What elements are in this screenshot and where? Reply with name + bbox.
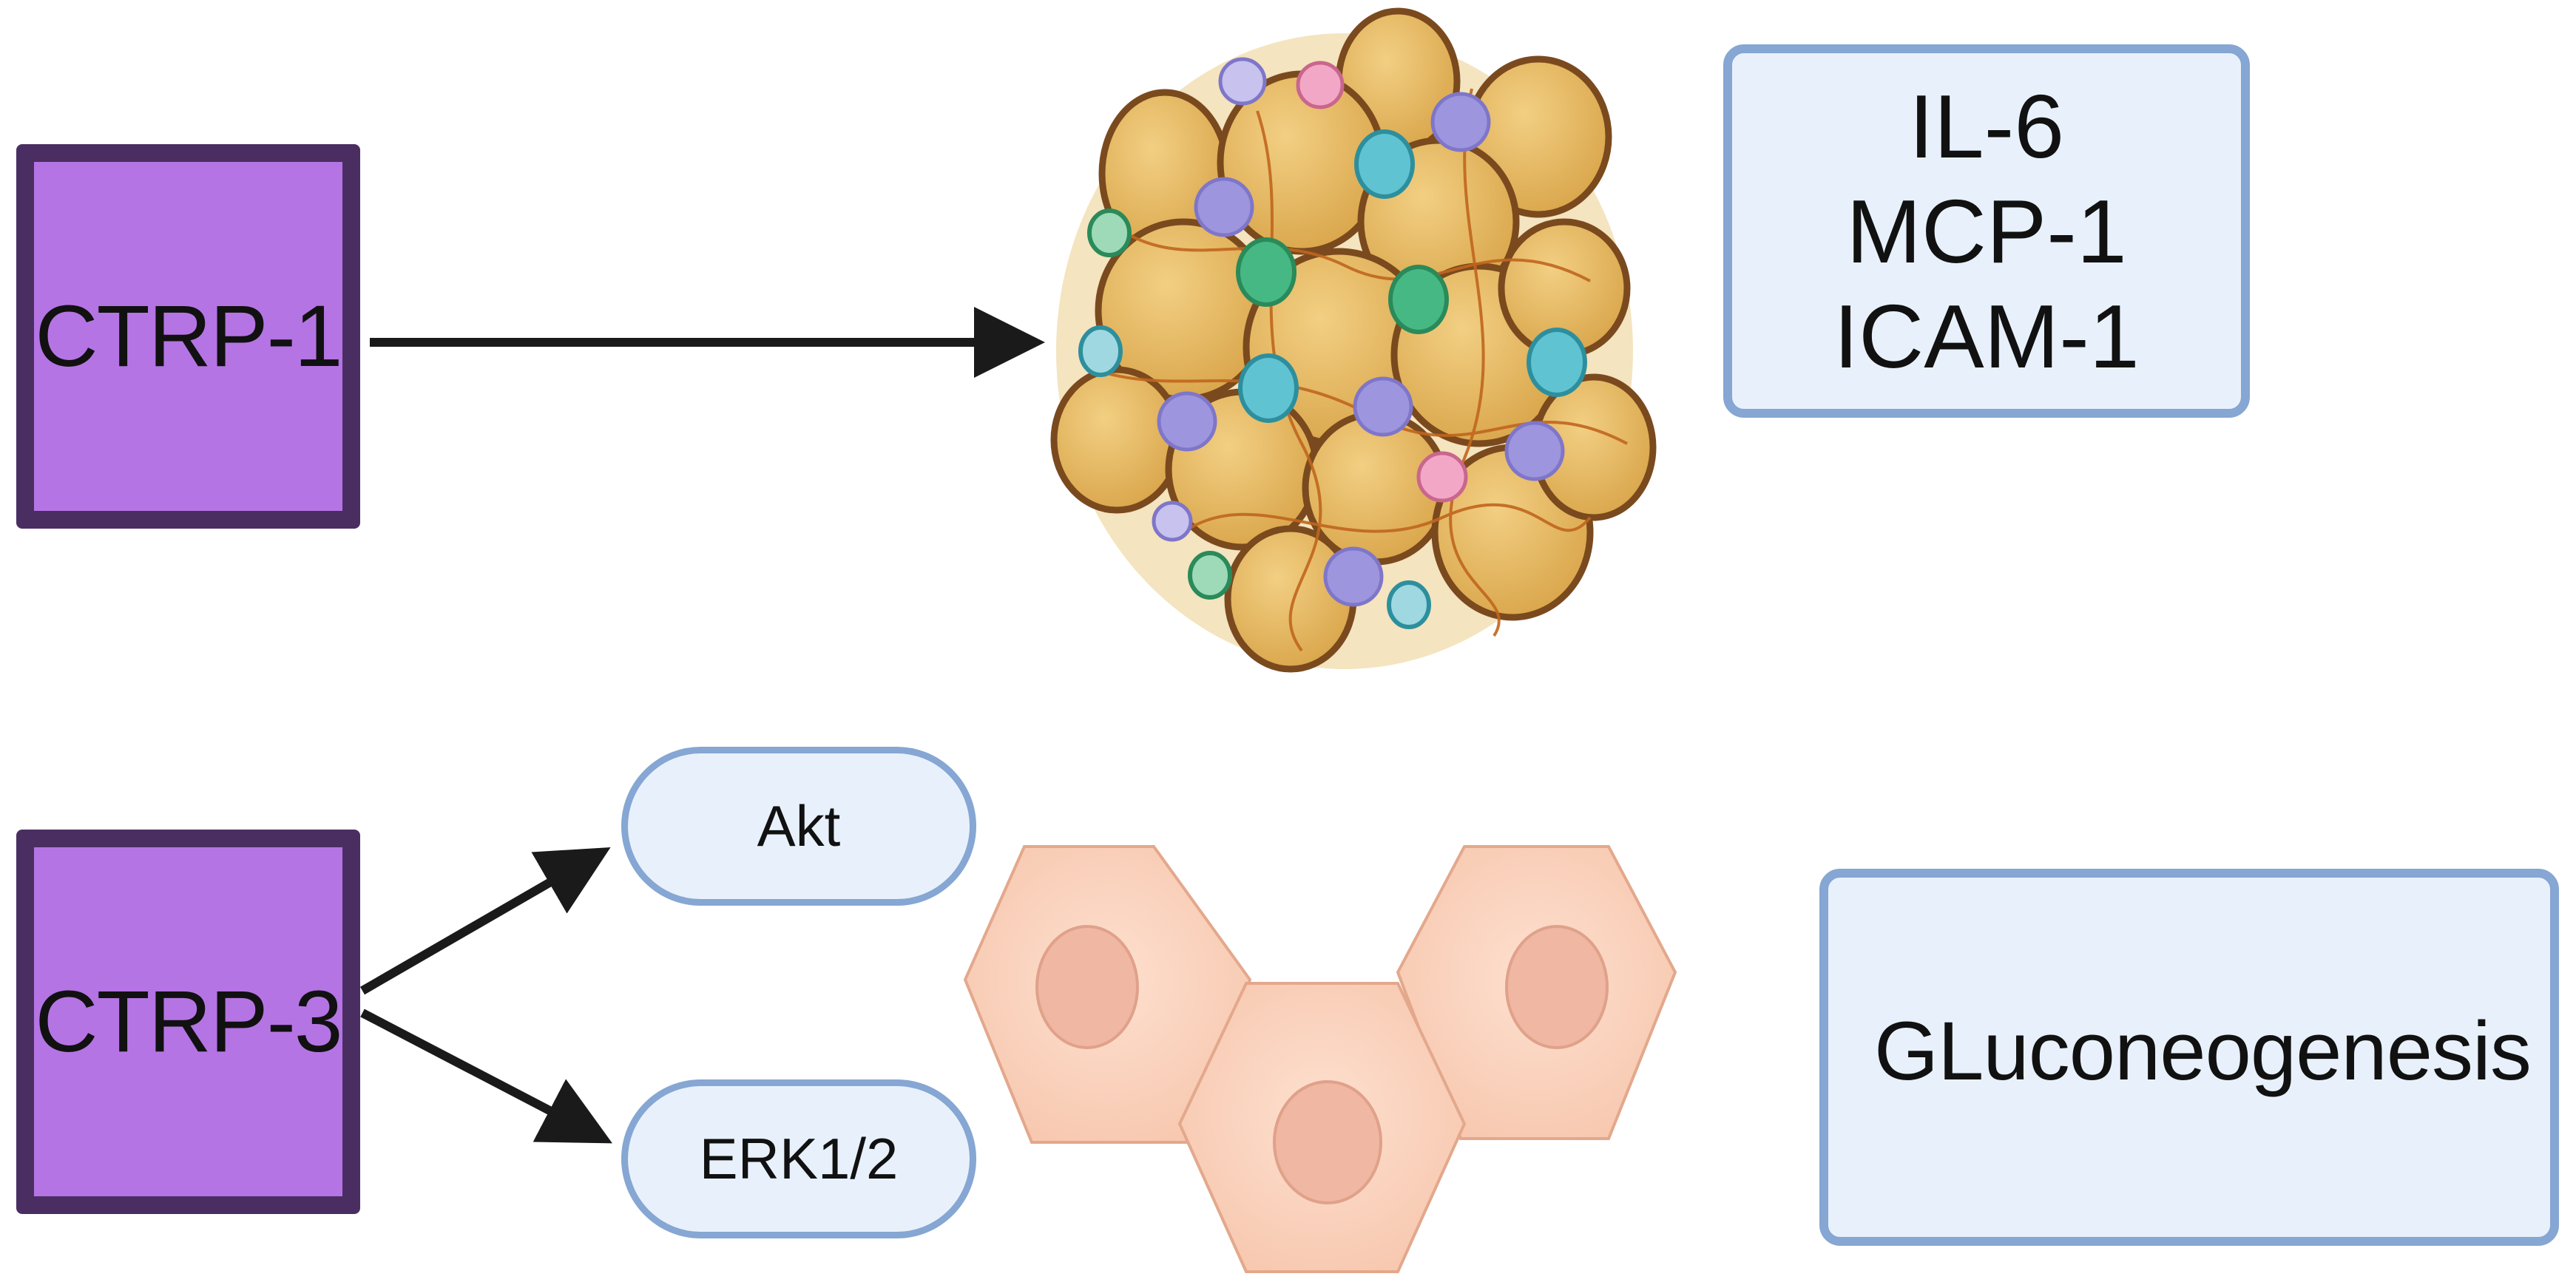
erk-pill: ERK1/2 — [621, 1079, 976, 1238]
arrow-icon — [360, 1008, 612, 1144]
gluconeogenesis-box: GLuconeogenesis — [1819, 869, 2559, 1246]
ctrp3-label: CTRP-3 — [35, 973, 342, 1071]
ctrp3-box: CTRP-3 — [16, 830, 360, 1214]
markers-list: IL-6 MCP-1 ICAM-1 — [1732, 53, 2241, 409]
hepatocytes-illustration — [963, 845, 1677, 1273]
akt-pill: Akt — [621, 747, 976, 906]
ctrp1-label: CTRP-1 — [35, 288, 342, 385]
ctrp1-box: CTRP-1 — [16, 144, 360, 529]
marker-icam1: ICAM-1 — [1833, 285, 2140, 387]
erk-label: ERK1/2 — [699, 1126, 899, 1191]
adipose-tissue-illustration — [1050, 7, 1657, 673]
marker-il6: IL-6 — [1908, 75, 2065, 177]
akt-label: Akt — [757, 793, 841, 858]
arrow-icon — [359, 847, 611, 995]
inflammatory-markers-box: IL-6 MCP-1 ICAM-1 — [1723, 44, 2250, 418]
gluconeogenesis-label: GLuconeogenesis — [1874, 1005, 2532, 1097]
marker-mcp1: MCP-1 — [1846, 180, 2127, 282]
